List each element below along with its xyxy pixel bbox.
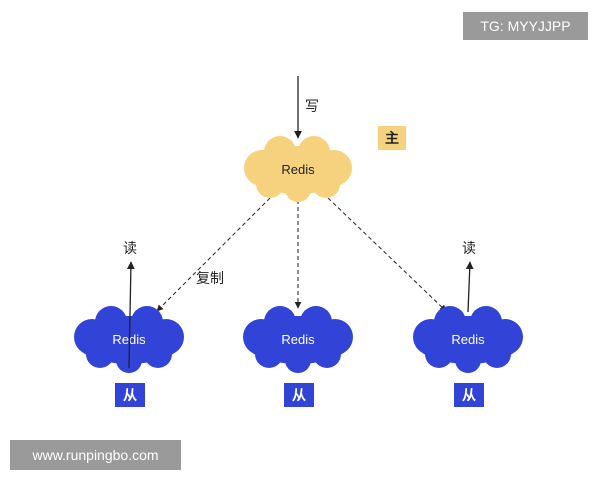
read-label-left: 读 [123,241,137,257]
master-label: Redis [281,162,315,177]
replicate-arrow-right [327,197,447,312]
read-arrow-left [126,261,135,369]
slave-role-badge-3: 从 [454,383,484,407]
master-node: Redis [244,136,352,202]
watermark-top: TG: MYYJJPP [463,12,588,40]
slave-label-2: Redis [281,332,315,347]
replicate-arrow-left [156,197,271,312]
slave-node-3: Redis [413,306,523,373]
read-arrow-right [465,261,474,313]
master-role-badge: 主 [378,126,406,150]
replicate-label: 复制 [196,271,224,287]
slave-label-3: Redis [451,332,485,347]
slave-role-badge-2: 从 [284,383,314,407]
slave-role-badge-1: 从 [115,383,145,407]
slave-node-2: Redis [243,306,353,373]
master-cloud-shape [244,136,352,202]
write-label: 写 [305,99,319,115]
read-label-right: 读 [462,241,476,257]
watermark-bottom: www.runpingbo.com [10,440,181,470]
